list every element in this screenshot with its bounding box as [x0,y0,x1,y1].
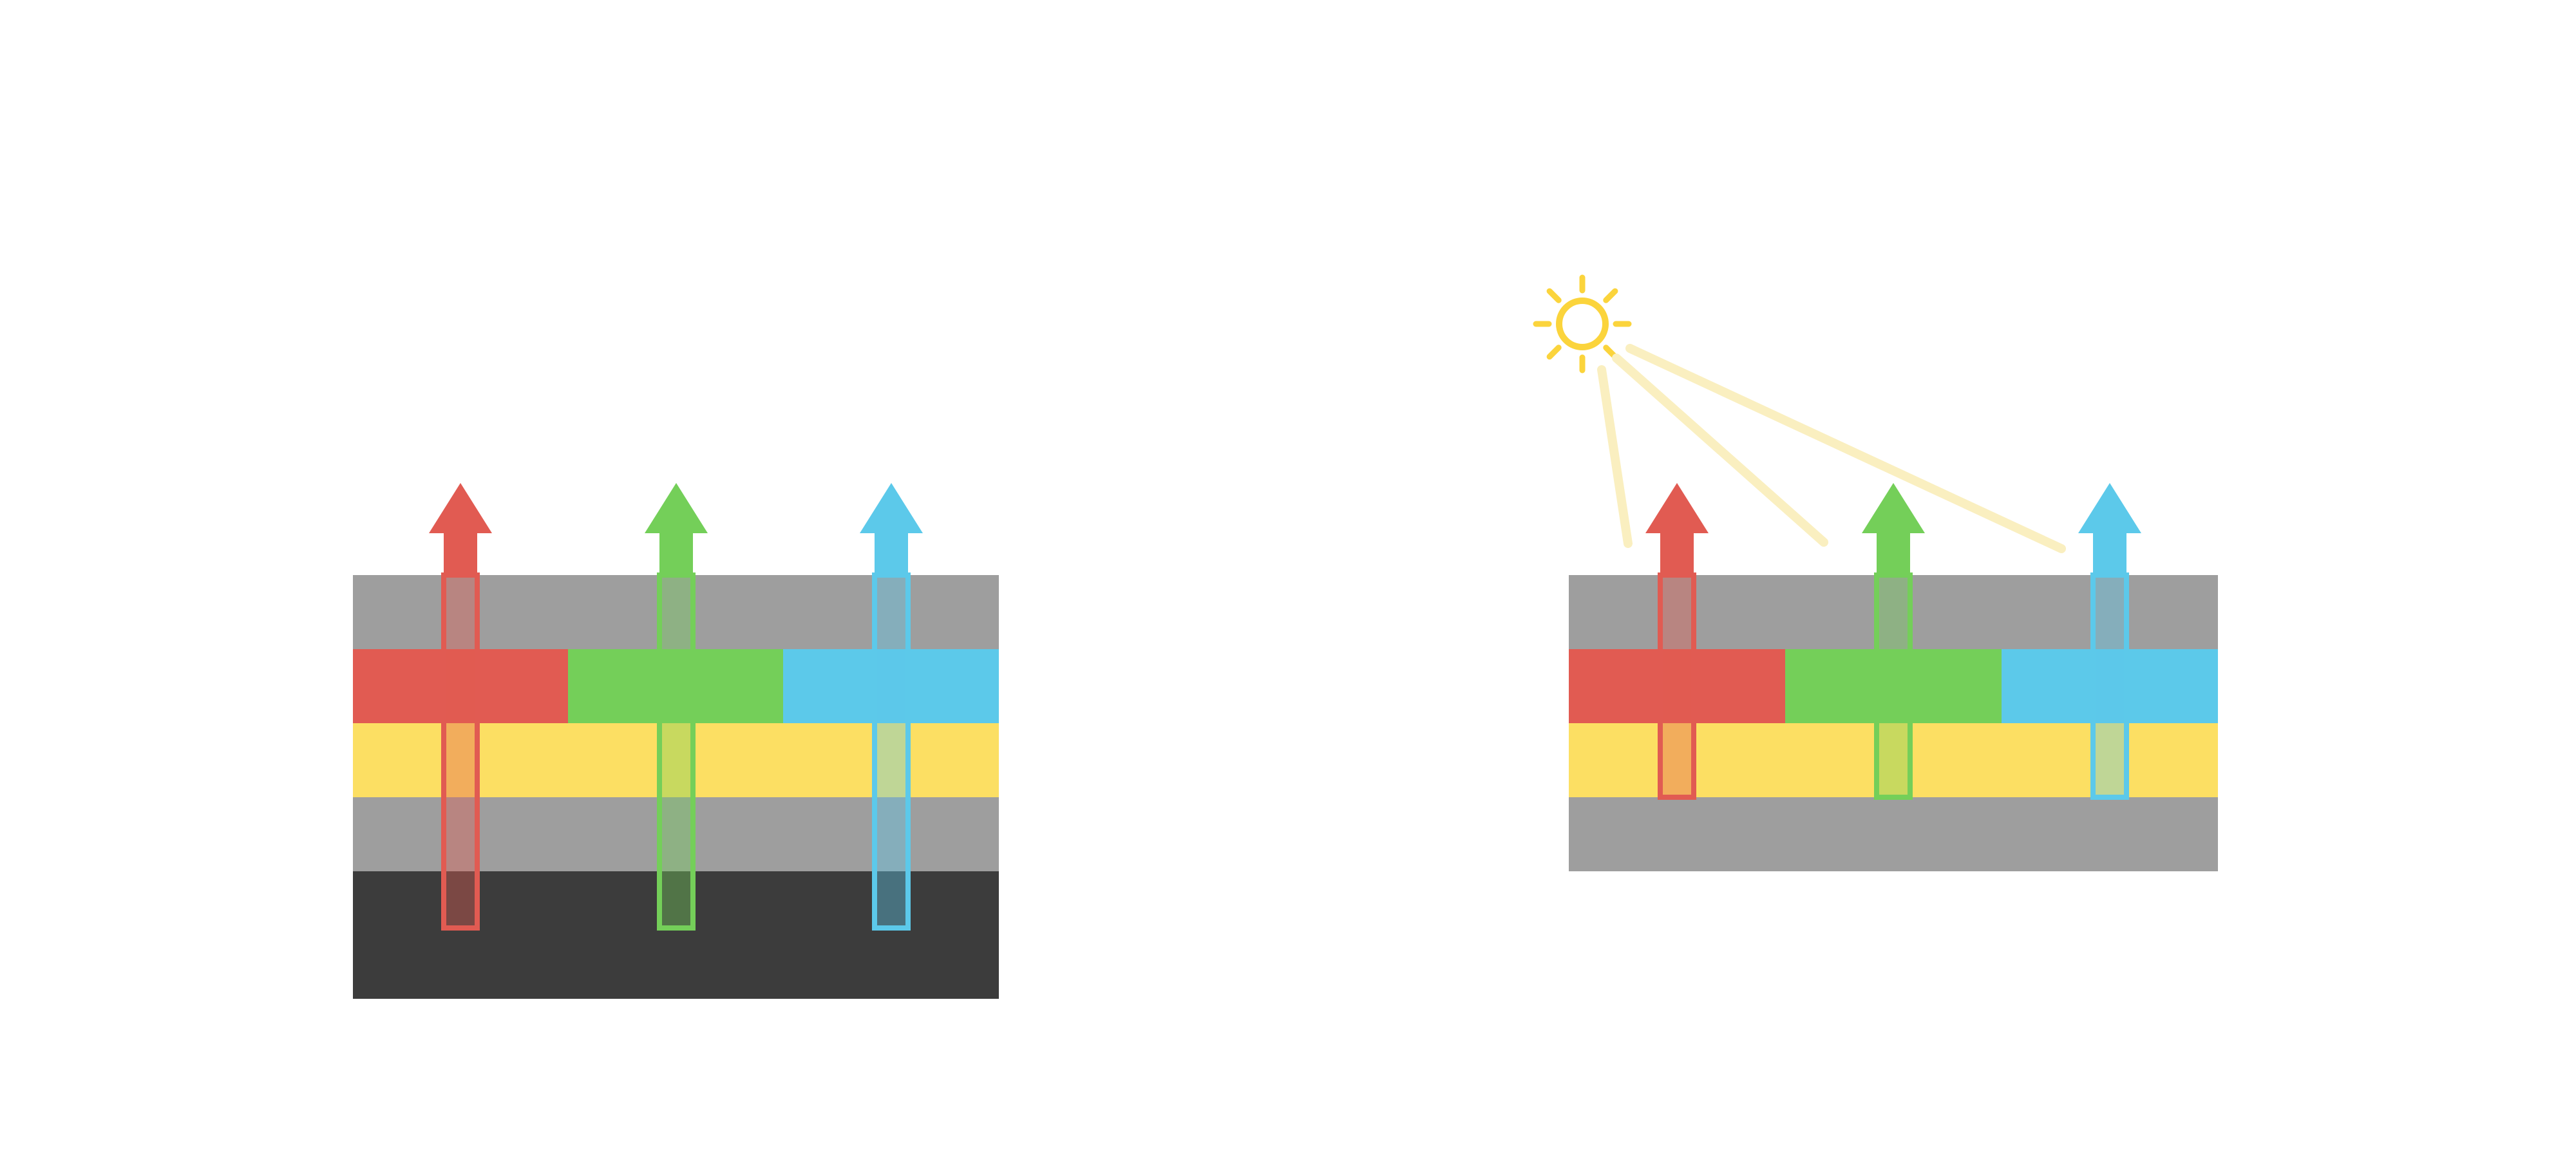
red-arrow-shaft [441,572,480,931]
backlit-display-diagram [353,483,999,999]
cyan-light-arrow [860,483,923,931]
gray-cover-layer [353,575,999,649]
sunbeams [1597,344,2066,553]
sun-short-rays [1533,274,1632,374]
sunbeam-2 [1612,354,1828,547]
green-arrow-shaft [1874,572,1913,800]
red-light-arrow [429,483,492,931]
subpixel-green [568,649,783,723]
green-arrow-shaft [657,572,696,931]
sunbeam-1 [1597,365,1633,548]
subpixel-cyan [783,649,999,723]
subpixel-cyan [2002,649,2218,723]
cyan-arrow-head [2078,483,2141,576]
green-light-arrow [645,483,708,931]
red-light-arrow [1645,483,1709,800]
cyan-arrow-shaft [872,572,911,931]
sun-circle [1556,298,1609,350]
subpixel-red [1569,649,1785,723]
cyan-arrow-shaft [2090,572,2129,800]
subpixel-red [353,649,568,723]
gray-substrate-layer [1569,797,2218,871]
yellow-layer [1569,723,2218,797]
red-arrow-head [1645,483,1709,576]
cyan-arrow-head [860,483,923,576]
green-light-arrow [1862,483,1925,800]
gray-cover-layer [1569,575,2218,649]
sunlit-display-diagram [1533,274,2218,871]
red-arrow-head [429,483,492,576]
sun-icon [1533,274,1632,374]
sunbeam-3 [1625,344,2066,553]
yellow-layer [353,723,999,797]
red-arrow-shaft [1658,572,1696,800]
backlight-layer [353,871,999,999]
subpixel-green [1785,649,2002,723]
cyan-light-arrow [2078,483,2141,800]
green-arrow-head [1862,483,1925,576]
gray-substrate-layer [353,797,999,871]
green-arrow-head [645,483,708,576]
